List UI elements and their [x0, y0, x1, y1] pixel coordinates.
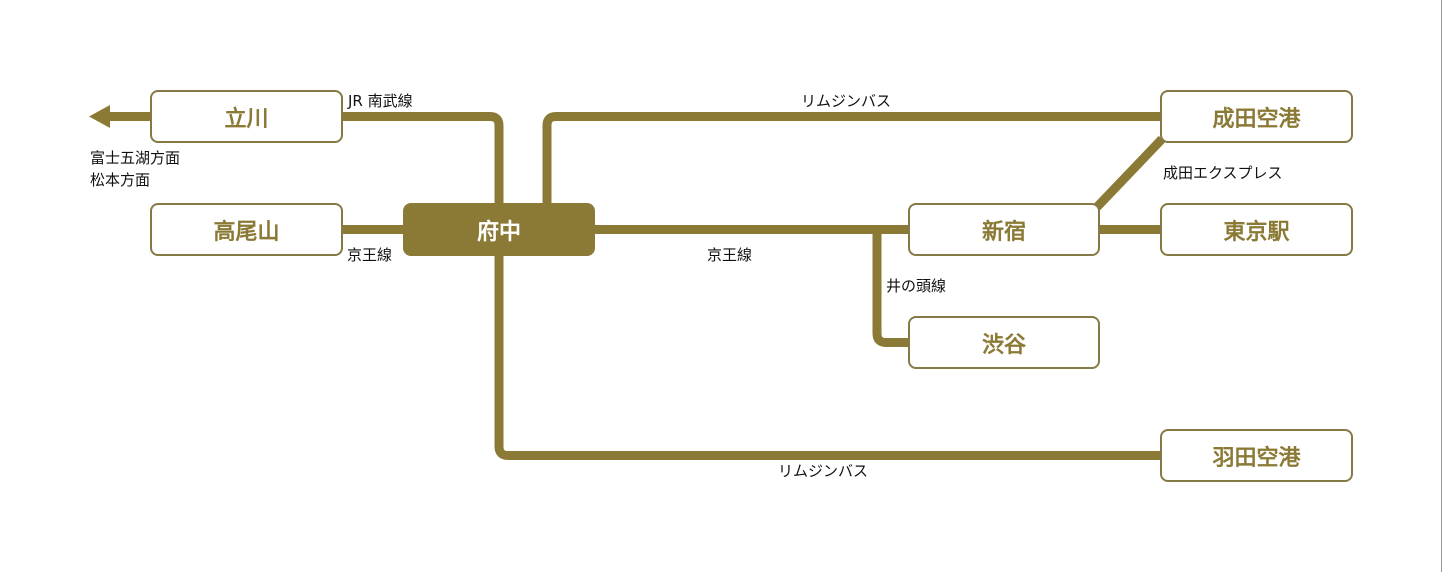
station-label: 立川 — [224, 106, 269, 132]
station-haneda-airport[interactable]: 羽田空港 — [1160, 429, 1353, 482]
narita-express-line — [1093, 135, 1166, 211]
label-limousine-narita: リムジンバス — [801, 92, 892, 110]
limousine-narita-line — [542, 112, 1160, 210]
station-label: 東京駅 — [1223, 219, 1290, 245]
label-narita-express: 成田エクスプレス — [1163, 164, 1283, 182]
station-tokyo[interactable]: 東京駅 — [1160, 203, 1353, 256]
west-arrow-icon — [89, 105, 110, 128]
label-keio-east: 京王線 — [707, 246, 753, 264]
station-narita-airport[interactable]: 成田空港 — [1160, 90, 1353, 143]
jr-nambu-line — [343, 112, 504, 210]
station-label: 高尾山 — [213, 219, 280, 245]
station-fuchu-hub[interactable]: 府中 — [403, 203, 595, 256]
label-jr-nambu: JR 南武線 — [348, 92, 413, 110]
limousine-haneda-line — [494, 250, 1160, 460]
label-keio-west: 京王線 — [347, 246, 393, 264]
station-shibuya[interactable]: 渋谷 — [908, 316, 1100, 369]
station-label: 羽田空港 — [1212, 445, 1301, 471]
station-label: 新宿 — [981, 219, 1026, 245]
label-limousine-haneda: リムジンバス — [778, 462, 869, 480]
station-shinjuku[interactable]: 新宿 — [908, 203, 1100, 256]
direction-matsumoto: 松本方面 — [90, 171, 151, 189]
station-takaosan[interactable]: 高尾山 — [150, 203, 343, 256]
station-label: 渋谷 — [981, 332, 1026, 358]
inokashira-line — [872, 229, 908, 347]
label-inokashira: 井の頭線 — [886, 277, 947, 295]
station-label: 成田空港 — [1212, 106, 1301, 132]
station-label: 府中 — [476, 219, 521, 245]
right-border-rule — [1441, 0, 1442, 572]
station-tachikawa[interactable]: 立川 — [150, 90, 343, 143]
direction-fuji-five-lakes: 富士五湖方面 — [90, 149, 181, 167]
